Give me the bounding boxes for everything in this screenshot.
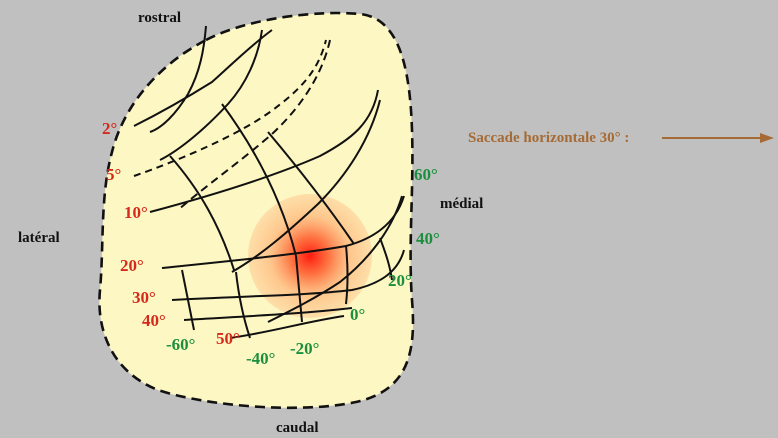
direction-label: -40° — [246, 349, 275, 368]
iso-30-line — [171, 249, 405, 301]
amplitude-label: 5° — [106, 165, 121, 184]
dir-60-line — [149, 25, 207, 133]
dir-0-inner — [295, 255, 303, 323]
dir-mid-inner2 — [221, 103, 297, 257]
direction-label: 40° — [416, 229, 440, 248]
amplitude-label: 2° — [102, 119, 117, 138]
direction-label: 60° — [414, 165, 438, 184]
iso-50-line — [229, 315, 345, 339]
amplitude-label: 10° — [124, 203, 148, 222]
iso-40-line — [183, 307, 353, 321]
amplitude-label: 50° — [216, 329, 240, 348]
lateral-label: latéral — [18, 230, 60, 246]
dir-minus60-line — [181, 269, 195, 331]
dir-mid-inner3 — [169, 155, 235, 271]
dir-40-line — [159, 29, 263, 161]
dir-minus20-line — [267, 195, 403, 323]
saccade-arrow — [662, 133, 774, 143]
direction-grid-lines — [149, 25, 403, 339]
direction-label: 20° — [388, 271, 412, 290]
rostral-label: rostral — [138, 10, 181, 26]
dir-minus40-line — [235, 271, 251, 339]
dir-20-inner — [345, 245, 349, 305]
medial-label: médial — [440, 196, 483, 212]
iso-10-line — [149, 89, 379, 213]
amplitude-grid-lines — [133, 29, 405, 339]
direction-label: -60° — [166, 335, 195, 354]
direction-label: -20° — [290, 339, 319, 358]
saccade-label: Saccade horizontale 30° : — [468, 130, 629, 146]
amplitude-label: 30° — [132, 288, 156, 307]
caudal-label: caudal — [276, 420, 319, 436]
dir-40-inner — [379, 237, 393, 281]
iso-20-line — [161, 195, 405, 269]
dir-20-line — [177, 39, 331, 211]
dir-0-line — [231, 99, 381, 273]
iso-2-line — [133, 29, 273, 127]
amplitude-label: 20° — [120, 256, 144, 275]
dir-mid-inner — [267, 131, 355, 245]
amplitude-label: 40° — [142, 311, 166, 330]
direction-label: 0° — [350, 305, 365, 324]
iso-5-line — [133, 39, 327, 177]
